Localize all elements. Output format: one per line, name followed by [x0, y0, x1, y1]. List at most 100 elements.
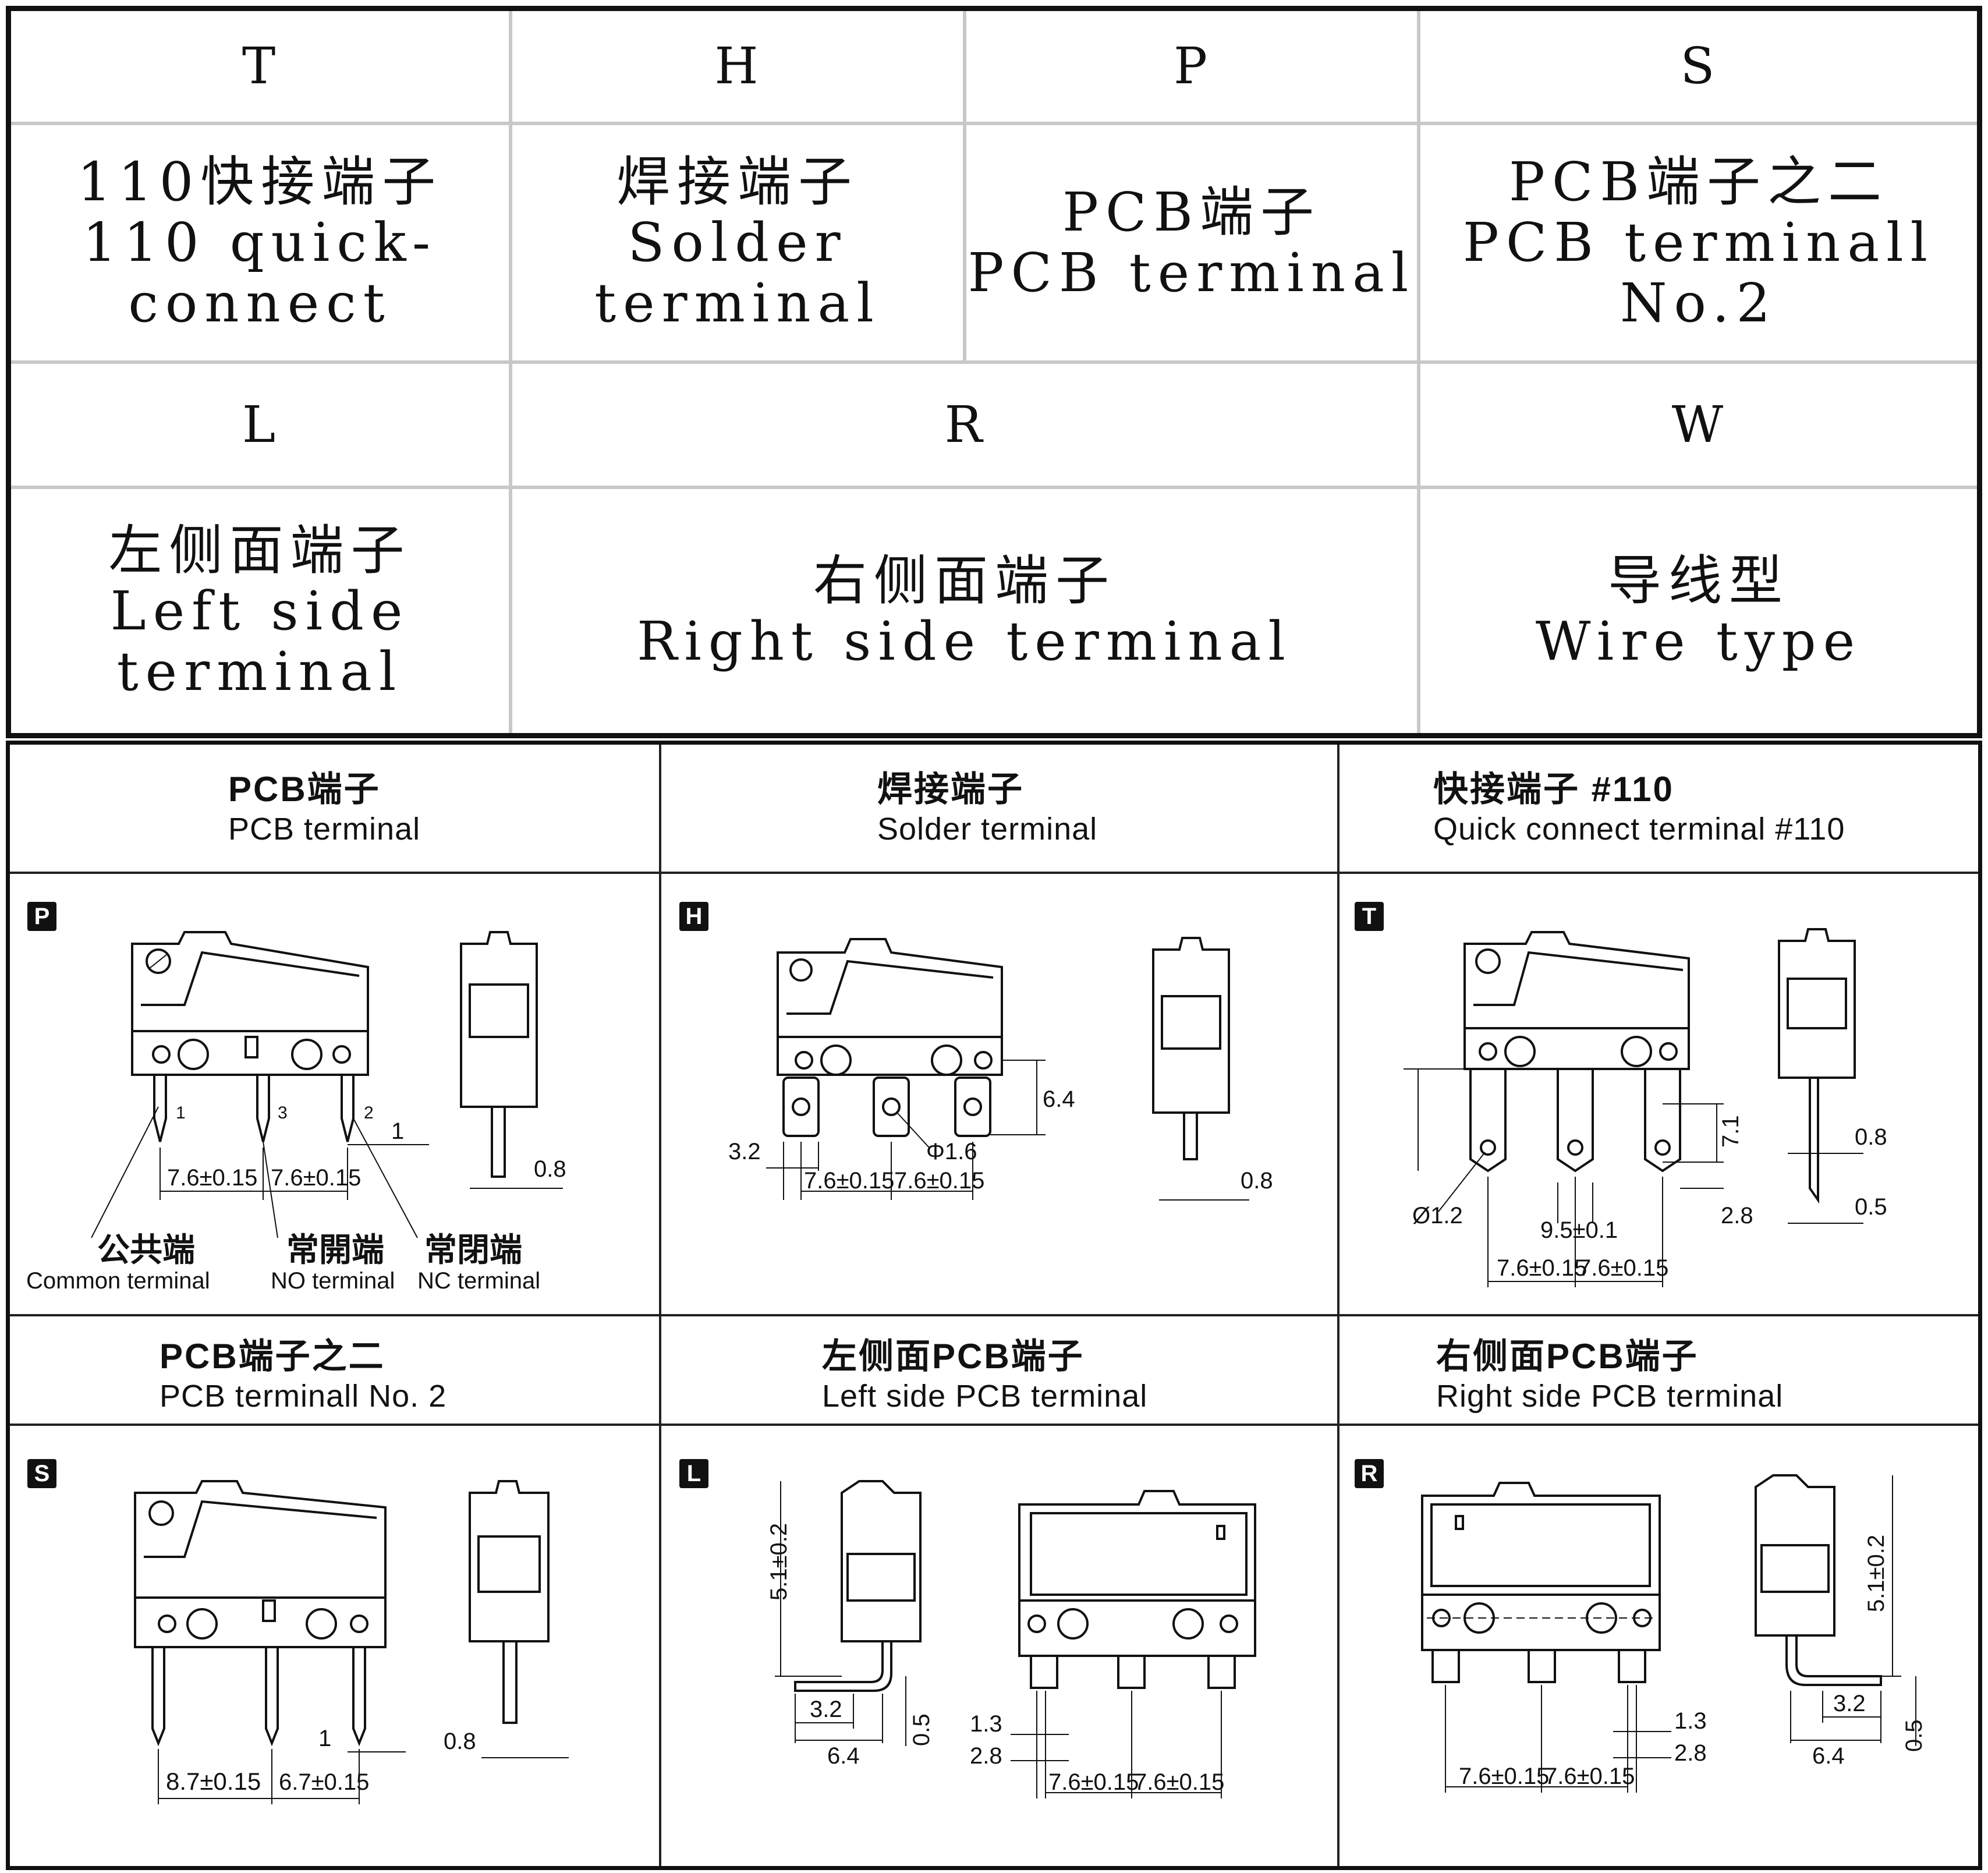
dim-offset: 1 [318, 1726, 331, 1751]
dim-height: 6.4 [1043, 1086, 1075, 1112]
dim-pitch-b: 6.7±0.15 [279, 1769, 369, 1795]
code-cell-h: H [714, 37, 761, 95]
dim-thickness: 0.8 [444, 1729, 476, 1754]
row-divider [11, 486, 1977, 489]
switch-body-front [1463, 931, 1690, 1070]
header-en: PCB terminall No. 2 [160, 1379, 447, 1414]
row-divider [11, 360, 1977, 364]
badge-l: L [679, 1459, 708, 1488]
grid-line [10, 1314, 1978, 1316]
col-divider [1417, 11, 1420, 733]
switch-body-front [1421, 1482, 1661, 1683]
badge-t: T [1355, 902, 1384, 931]
header-en: Left side PCB terminal [822, 1379, 1148, 1414]
dim-a: 3.2 [810, 1697, 842, 1722]
dim-pitch-b: 7.6±0.15 [1578, 1255, 1668, 1281]
dim-pitch-a: 7.6±0.15 [804, 1168, 894, 1194]
dim-height: 5.1±0.2 [1863, 1535, 1889, 1612]
dimension-lines [158, 1749, 406, 1804]
desc-cell-w: 导线型 Wire type [1420, 489, 1977, 733]
code-cell-l: L [242, 395, 278, 454]
badge-h: H [679, 902, 708, 931]
desc-zh: 焊接端子 [616, 151, 859, 213]
desc-zh: 导线型 [1607, 549, 1789, 612]
solder-terminal-drawing: 3.2 Φ1.6 6.4 7.6±0.15 7.6±0.15 0.8 [728, 937, 1273, 1201]
desc-cell-r: 右侧面端子 Right side terminal [512, 489, 1417, 733]
dimension-lines-side [1790, 1475, 1916, 1746]
switch-body-side [1778, 928, 1863, 1224]
dim-a: 3.2 [1833, 1691, 1866, 1716]
dim-e: 2.8 [970, 1743, 1002, 1769]
grid-line [659, 745, 661, 1866]
desc-en: 110 quick- connect [82, 211, 438, 334]
grid-line [10, 1424, 1978, 1426]
dim-width: 2.8 [1721, 1203, 1753, 1228]
panel-header-right-side: 右侧面PCB端子 Right side PCB terminal [1436, 1336, 1783, 1415]
dimension-lines-front [1445, 1685, 1671, 1793]
dim-pitch-b: 7.6±0.15 [1544, 1764, 1635, 1789]
col-divider [963, 11, 966, 360]
pcb-terminal-no2-drawing: 8.7±0.15 6.7±0.15 1 0.8 [134, 1480, 569, 1804]
legend-common-zh: 公共端 [97, 1231, 195, 1268]
desc-cell-t: 110快接端子 110 quick- connect [11, 125, 509, 360]
left-side-terminal-drawing: 5.1±0.2 3.2 6.4 0.5 1.3 2.8 7.6±0.15 7.6… [766, 1480, 1256, 1798]
legend-nc-zh: 常閉端 [424, 1231, 522, 1268]
pin-legs [151, 1647, 366, 1747]
dimension-lines [1404, 1068, 1724, 1287]
dim-pitch-b: 7.6±0.15 [1134, 1769, 1224, 1795]
header-zh: 快接端子 #110 [1433, 770, 1674, 809]
quick-connect-drawing: Ø1.2 9.5±0.1 2.8 7.1 7.6±0.15 7.6±0.15 0… [1404, 928, 1887, 1287]
legend-no-zh: 常開端 [286, 1231, 384, 1268]
desc-en: Solder terminal [594, 211, 881, 334]
header-en: PCB terminal [228, 812, 421, 847]
dim-span: 9.5±0.1 [1540, 1217, 1618, 1243]
code-cell-t: T [242, 37, 278, 95]
code-cell-r: R [944, 395, 985, 454]
desc-zh: 左侧面端子 [108, 519, 412, 582]
header-zh: 焊接端子 [877, 770, 1024, 809]
dim-pitch-b: 7.6±0.15 [271, 1165, 361, 1191]
dim-hole: Φ1.6 [926, 1139, 977, 1164]
badge-p: P [27, 902, 56, 931]
desc-cell-h: 焊接端子 Solder terminal [512, 125, 963, 360]
col-divider [509, 11, 512, 733]
switch-body-side [1755, 1474, 1882, 1686]
desc-en: Wire type [1535, 610, 1862, 672]
panel-header-pcb: PCB端子 PCB terminal [228, 769, 420, 848]
pin-number-3: 3 [278, 1103, 288, 1123]
panel-header-solder: 焊接端子 Solder terminal [877, 769, 1097, 848]
panel-header-pcb-no2: PCB端子之二 PCB terminall No. 2 [160, 1336, 446, 1415]
desc-zh: PCB端子之二 [1509, 151, 1888, 213]
switch-body-side [460, 931, 563, 1189]
switch-body-front [777, 938, 1003, 1076]
dim-pitch-b: 7.6±0.15 [894, 1168, 984, 1194]
badge-r: R [1355, 1459, 1384, 1488]
switch-body-side [1152, 937, 1249, 1201]
legend-no-en: NO terminal [271, 1268, 395, 1294]
solder-lugs [782, 1077, 991, 1137]
dim-pitch-a: 7.6±0.15 [1497, 1255, 1587, 1281]
dim-thickness: 0.8 [534, 1156, 566, 1182]
desc-cell-l: 左侧面端子 Left side terminal [11, 489, 509, 733]
switch-body-front [1018, 1490, 1256, 1689]
pin-number-2: 2 [364, 1103, 374, 1123]
desc-cell-p: PCB端子 PCB terminal [966, 125, 1417, 360]
desc-en: PCB terminall No.2 [1462, 211, 1935, 334]
header-zh: PCB端子 [228, 770, 381, 809]
badge-s: S [27, 1459, 56, 1488]
header-en: Quick connect terminal #110 [1433, 812, 1845, 847]
terminal-drawings-grid: PCB端子 PCB terminal 焊接端子 Solder terminal … [6, 741, 1982, 1870]
code-cell-s: S [1680, 37, 1717, 95]
header-en: Right side PCB terminal [1436, 1379, 1784, 1414]
legend-common-en: Common terminal [26, 1268, 210, 1294]
dim-pitch-a: 7.6±0.15 [167, 1165, 257, 1191]
desc-zh: 110快接端子 [77, 151, 443, 213]
dim-height: 7.1 [1718, 1115, 1744, 1148]
dimension-lines-front [1011, 1691, 1222, 1798]
desc-en: PCB terminal [968, 242, 1416, 304]
desc-zh: 右侧面端子 [813, 549, 1116, 612]
dim-width: 3.2 [728, 1139, 761, 1164]
switch-body-front [131, 931, 369, 1076]
pcb-terminal-drawing: 1 3 2 7.6±0.15 7.6±0.15 1 0.8 公共端 Common… [26, 931, 566, 1294]
terminal-code-table: T H P S 110快接端子 110 quick- connect 焊接端子 … [6, 6, 1982, 738]
